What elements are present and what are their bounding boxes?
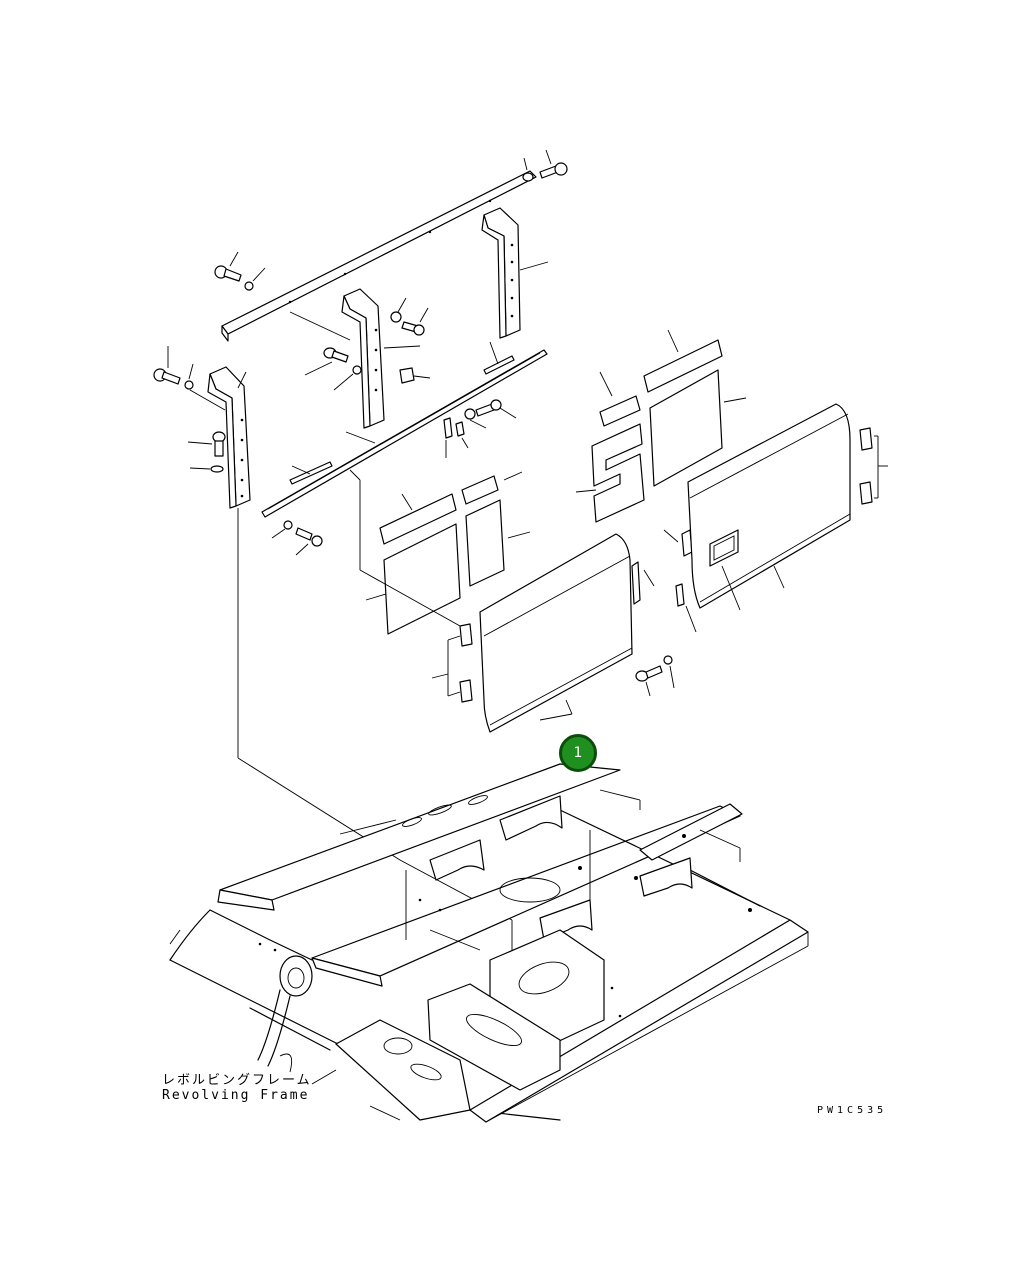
door-panel-right bbox=[687, 403, 851, 611]
frame-label-japanese: レボルビングフレーム bbox=[162, 1073, 312, 1088]
top-rail bbox=[221, 170, 537, 342]
bolt-middle bbox=[304, 297, 431, 391]
revolving-frame bbox=[169, 763, 809, 1123]
bolt-top-left bbox=[214, 251, 266, 291]
bolt-lower-left bbox=[271, 520, 323, 556]
seal-plates bbox=[631, 529, 697, 633]
bolt-top-right bbox=[522, 149, 568, 182]
bolt-left bbox=[153, 346, 226, 473]
hinge-right bbox=[859, 427, 888, 505]
door-panel-left bbox=[479, 533, 633, 733]
insulation-pads-left bbox=[365, 471, 531, 635]
bracket-middle bbox=[289, 288, 421, 429]
callout-number: 1 bbox=[573, 745, 583, 761]
bracket-left bbox=[207, 366, 251, 509]
drawing-code: PW1C535 bbox=[817, 1105, 888, 1116]
frame-label-english: Revolving Frame bbox=[162, 1088, 310, 1103]
hinge-left bbox=[431, 623, 473, 703]
insulation-pads-right bbox=[575, 329, 747, 523]
callout-marker-1[interactable]: 1 bbox=[559, 734, 597, 772]
bolt-door bbox=[635, 655, 675, 697]
seal-strip bbox=[261, 341, 548, 518]
bolt-center bbox=[443, 399, 517, 458]
bracket-right bbox=[481, 207, 549, 339]
